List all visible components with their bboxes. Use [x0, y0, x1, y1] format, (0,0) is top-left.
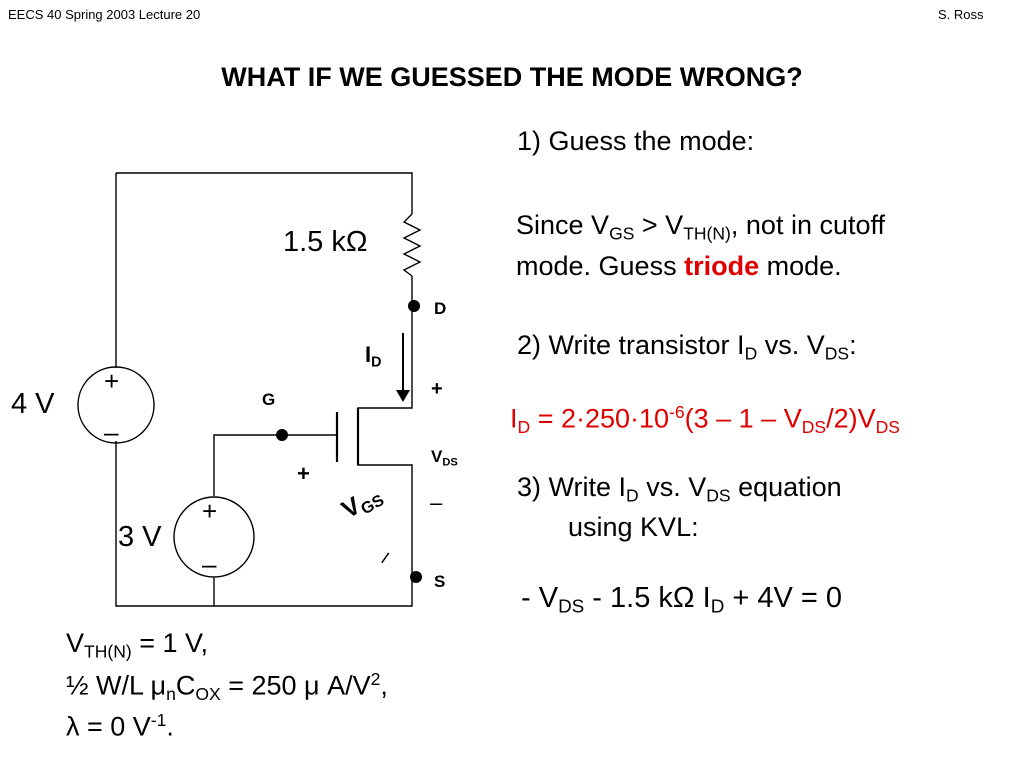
node-s-label: S — [434, 572, 446, 591]
node-d-dot — [408, 300, 420, 312]
step-1: 1) Guess the mode: — [517, 126, 755, 156]
source-4v-label: 4 V — [11, 388, 55, 420]
vds-label: VDS — [431, 447, 458, 469]
node-g-label: G — [262, 390, 276, 409]
wire-bottom — [115, 441, 413, 607]
param-vth: VTH(N) = 1 V, — [66, 628, 209, 662]
wire-top — [116, 172, 413, 214]
node-d-label: D — [434, 299, 447, 318]
resistor-label: 1.5 kΩ — [283, 226, 368, 258]
node-g-dot — [276, 429, 288, 441]
node-s-dot — [410, 571, 422, 583]
vds-plus: + — [431, 378, 443, 400]
step-1-mode: mode. Guess triode mode. — [516, 251, 842, 281]
slide-title: WHAT IF WE GUESSED THE MODE WRONG? — [221, 62, 803, 92]
step-3: 3) Write ID vs. VDS equation — [517, 472, 842, 506]
id-arrow-head — [396, 390, 410, 402]
id-label: ID — [365, 342, 382, 371]
source-3v-circle — [173, 496, 255, 578]
step-2: 2) Write transistor ID vs. VDS: — [517, 330, 857, 364]
source-3v-plus: + — [202, 496, 218, 526]
header-author: S. Ross — [938, 7, 984, 22]
step-3-line2: using KVL: — [568, 512, 699, 542]
resistor-zigzag — [402, 213, 422, 277]
vds-minus: – — [430, 490, 443, 515]
step-1-since: Since VGS > VTH(N), not in cutoff — [516, 210, 886, 244]
kvl-equation: - VDS - 1.5 kΩ ID + 4V = 0 — [521, 582, 842, 617]
triode-word: triode — [684, 251, 760, 281]
source-3v-label: 3 V — [118, 521, 162, 553]
source-4v-minus: – — [104, 417, 119, 447]
vgs-plus: + — [297, 461, 310, 486]
param-lambda: λ = 0 V-1. — [66, 710, 174, 742]
wire-gate — [213, 434, 337, 496]
triode-equation: ID = 2·250·10-6(3 – 1 – VDS/2)VDS — [510, 402, 900, 437]
source-4v-plus: + — [104, 366, 120, 396]
param-kn: ½ W/L μnCOX = 250 μ A/V2, — [66, 669, 388, 704]
header-course: EECS 40 Spring 2003 Lecture 20 — [8, 7, 201, 22]
source-4v-circle — [77, 366, 155, 444]
source-3v-minus: – — [202, 549, 217, 579]
